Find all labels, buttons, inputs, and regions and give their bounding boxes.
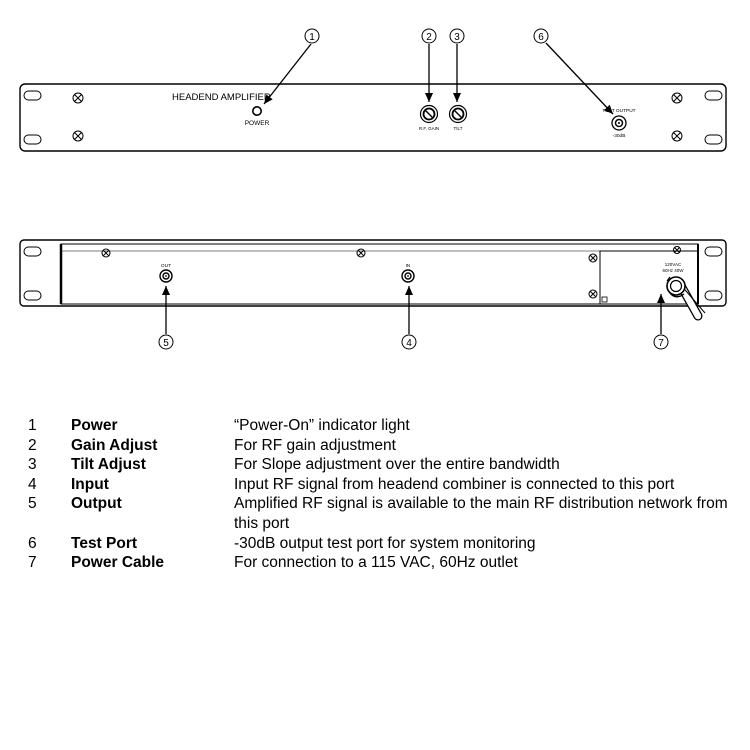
callout-2: 2 (421, 28, 437, 102)
legend-row-power: 1 Power “Power-On” indicator light (0, 416, 750, 436)
legend-number: 6 (28, 534, 37, 552)
test-output-level: -30dB (613, 133, 626, 139)
power-led-icon (252, 106, 263, 117)
legend-row-test-port: 6 Test Port -30dB output test port for s… (0, 534, 750, 554)
legend-name: Tilt Adjust (71, 456, 146, 474)
screw-icon (673, 246, 681, 254)
screw-icon (588, 289, 598, 299)
callout-4: 4 (401, 286, 417, 350)
legend-row-output: 5 Output Amplified RF signal is availabl… (0, 494, 750, 533)
screw-icon (588, 253, 598, 263)
svg-text:1: 1 (309, 32, 315, 43)
svg-text:3: 3 (454, 32, 460, 43)
legend-row-input: 4 Input Input RF signal from headend com… (0, 475, 750, 495)
screw-icon (72, 92, 84, 104)
callout-6: 6 (533, 28, 614, 115)
rack-slot (23, 246, 42, 257)
legend-row-power-cable: 7 Power Cable For connection to a 115 VA… (0, 553, 750, 573)
svg-text:5: 5 (163, 338, 169, 349)
rack-slot (704, 246, 723, 257)
svg-text:2: 2 (426, 32, 432, 43)
svg-text:4: 4 (406, 338, 412, 349)
legend-row-tilt-adjust: 3 Tilt Adjust For Slope adjustment over … (0, 455, 750, 475)
panel-title: HEADEND AMPLIFIER (172, 92, 271, 103)
rack-slot (704, 290, 723, 301)
power-label: POWER (245, 120, 270, 127)
legend-row-gain-adjust: 2 Gain Adjust For RF gain adjustment (0, 436, 750, 456)
legend-number: 4 (28, 475, 37, 493)
legend-name: Gain Adjust (71, 436, 158, 454)
legend-number: 5 (28, 495, 37, 513)
legend-description: For RF gain adjustment (234, 436, 396, 454)
amplifier-diagram: HEADEND AMPLIFIER POWER R.F. GAIN TILT T… (19, 28, 727, 350)
power-spec-line2: 60Hz 40W (662, 268, 684, 273)
legend-number: 1 (28, 417, 37, 434)
front-panel: HEADEND AMPLIFIER POWER R.F. GAIN TILT T… (19, 83, 727, 152)
rack-slot (23, 134, 42, 145)
rf-gain-knob-icon (419, 104, 439, 124)
legend-description: Amplified RF signal is available to the … (234, 495, 728, 532)
callout-1: 1 (263, 28, 320, 105)
legend-number: 7 (28, 554, 37, 572)
legend-description: For connection to a 115 VAC, 60Hz outlet (234, 554, 518, 572)
legend-table: 1 Power “Power-On” indicator light 2 Gai… (0, 416, 750, 573)
test-output-label: TEST OUTPUT (602, 108, 635, 114)
legend-description: For Slope adjustment over the entire ban… (234, 456, 560, 474)
rf-gain-label: R.F. GAIN (419, 126, 439, 131)
test-output-connector-icon (611, 115, 627, 131)
rear-panel: OUT IN 120VAC 60Hz 40W (19, 239, 727, 321)
rack-slot (704, 90, 723, 101)
callout-7: 7 (653, 294, 669, 350)
tilt-label: TILT (454, 126, 463, 131)
callout-3: 3 (449, 28, 465, 102)
legend-description: “Power-On” indicator light (234, 417, 410, 434)
legend-name: Power Cable (71, 554, 165, 572)
screw-icon (671, 92, 683, 104)
power-spec-line1: 120VAC (665, 262, 682, 267)
legend-name: Power (71, 417, 118, 434)
rack-slot (704, 134, 723, 145)
screw-icon (72, 130, 84, 142)
screw-icon (356, 248, 366, 258)
tilt-knob-icon (448, 104, 468, 124)
legend-name: Test Port (71, 534, 138, 552)
legend-description: -30dB output test port for system monito… (234, 534, 536, 552)
legend-name: Input (71, 475, 109, 493)
out-label: OUT (161, 263, 171, 269)
power-cable-icon (666, 276, 706, 321)
input-connector-icon (401, 269, 415, 283)
legend-name: Output (71, 495, 122, 513)
legend-number: 3 (28, 456, 37, 474)
svg-text:6: 6 (538, 32, 544, 43)
rack-slot (23, 290, 42, 301)
legend-number: 2 (28, 436, 37, 454)
svg-text:7: 7 (658, 338, 664, 349)
in-label: IN (406, 263, 411, 269)
screw-icon (101, 248, 111, 258)
callout-5: 5 (158, 286, 174, 350)
screw-icon (671, 130, 683, 142)
rack-slot (23, 90, 42, 101)
legend-description: Input RF signal from headend combiner is… (234, 475, 675, 493)
output-connector-icon (159, 269, 173, 283)
